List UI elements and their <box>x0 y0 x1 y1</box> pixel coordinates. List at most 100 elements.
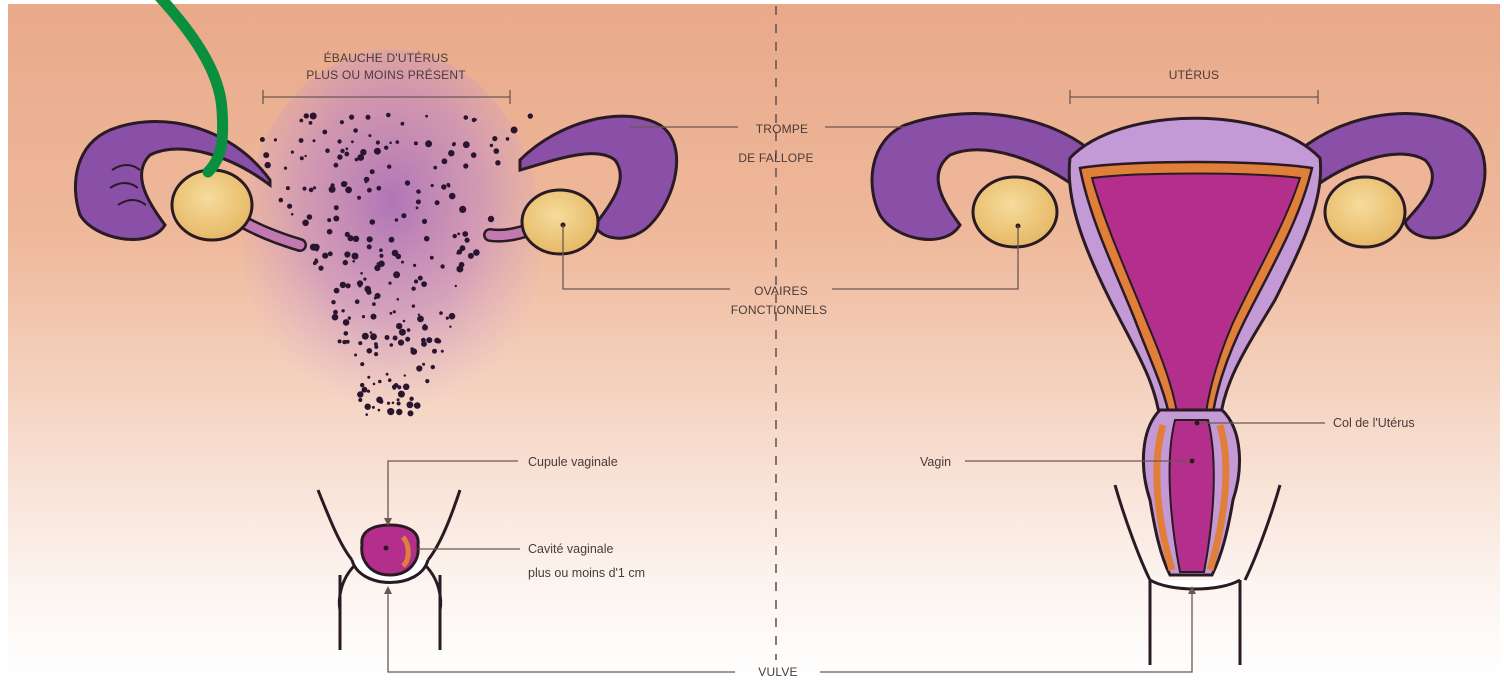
cloud-dot <box>387 165 391 169</box>
cloud-dot <box>395 218 398 221</box>
cloud-dot <box>370 333 377 340</box>
cloud-dot <box>367 236 373 242</box>
cloud-dot <box>462 231 468 237</box>
cloud-dot <box>340 282 346 288</box>
cloud-dot <box>417 316 424 323</box>
label-cavite-line2: plus ou moins d'1 cm <box>528 566 645 580</box>
cloud-dot <box>341 309 344 312</box>
cloud-dot <box>422 219 427 224</box>
cloud-dot <box>453 234 457 238</box>
cloud-dot <box>353 128 358 133</box>
cloud-dot <box>334 288 340 294</box>
cloud-dot <box>457 233 460 236</box>
cloud-dot <box>463 141 470 148</box>
cloud-dot <box>412 304 415 307</box>
cloud-dot <box>421 281 427 287</box>
cloud-dot <box>439 311 443 315</box>
cloud-dot <box>468 253 474 259</box>
cloud-dot <box>346 340 350 344</box>
cloud-dot <box>463 163 468 168</box>
cloud-dot <box>414 141 418 145</box>
cloud-dot <box>396 323 402 329</box>
cloud-dot <box>473 249 480 256</box>
cloud-dot <box>380 262 385 267</box>
cloud-dot <box>434 338 440 344</box>
cloud-dot <box>260 137 265 142</box>
cloud-dot <box>357 154 364 161</box>
cloud-dot <box>448 150 454 156</box>
cloud-dot <box>431 365 435 369</box>
cloud-dot <box>385 335 390 340</box>
cloud-dot <box>407 328 411 332</box>
cloud-dot <box>397 398 400 401</box>
cloud-dot <box>310 113 317 120</box>
cloud-dot <box>333 310 338 315</box>
cloud-dot <box>348 316 351 319</box>
cloud-dot <box>398 340 404 346</box>
cloud-dot <box>449 326 451 328</box>
cloud-dot <box>387 408 394 415</box>
cloud-dot <box>397 298 400 301</box>
cloud-dot <box>309 121 313 125</box>
cloud-dot <box>337 139 341 143</box>
cloud-dot <box>334 205 339 210</box>
label-vagin: Vagin <box>920 455 951 469</box>
cloud-dot <box>393 336 398 341</box>
cloud-dot <box>366 115 371 120</box>
cloud-dot <box>303 187 307 191</box>
cloud-dot <box>465 238 470 243</box>
cloud-dot <box>425 379 429 383</box>
cloud-dot <box>418 276 423 281</box>
cloud-dot <box>274 138 277 141</box>
cloud-dot <box>365 404 371 410</box>
cloud-dot <box>332 314 339 321</box>
cloud-dot <box>365 181 368 184</box>
cloud-dot <box>432 349 437 354</box>
cloud-dot <box>344 251 350 257</box>
label-col: Col de l'Utérus <box>1333 416 1415 430</box>
cloud-dot <box>284 167 287 170</box>
cloud-dot <box>464 115 469 120</box>
cloud-dot <box>494 148 500 154</box>
cloud-dot <box>353 236 359 242</box>
cloud-dot <box>287 204 292 209</box>
cloud-dot <box>411 348 418 355</box>
cloud-dot <box>313 139 316 142</box>
cloud-dot <box>460 245 466 251</box>
cloud-dot <box>362 333 369 340</box>
cloud-dot <box>374 342 378 346</box>
cloud-dot <box>405 337 410 342</box>
cloud-dot <box>396 140 400 144</box>
cloud-dot <box>455 285 457 287</box>
cloud-dot <box>309 188 314 193</box>
label-vulve: VULVE <box>758 665 797 679</box>
cloud-dot <box>409 397 413 401</box>
cloud-dot <box>393 271 400 278</box>
cloud-dot <box>387 402 390 405</box>
cloud-dot <box>390 343 394 347</box>
cloud-dot <box>340 149 344 153</box>
cloud-dot <box>331 183 335 187</box>
cloud-dot <box>358 398 362 402</box>
cloud-dot <box>354 354 357 357</box>
label-cavite-line1: Cavité vaginale <box>528 542 614 556</box>
cloud-dot <box>300 156 304 160</box>
cloud-dot <box>405 180 410 185</box>
cloud-dot <box>379 248 383 252</box>
cloud-dot <box>418 191 421 194</box>
cloud-dot <box>388 282 391 285</box>
cloud-dot <box>396 254 402 260</box>
cloud-dot <box>376 140 380 144</box>
cloud-dot <box>414 404 417 407</box>
cloud-dot <box>441 350 444 353</box>
cloud-dot <box>279 198 284 203</box>
cloud-dot <box>367 376 370 379</box>
cloud-dot <box>370 331 373 334</box>
cloud-dot <box>431 184 434 187</box>
cloud-dot <box>528 113 533 118</box>
cloud-dot <box>441 184 446 189</box>
cloud-dot <box>263 152 269 158</box>
cloud-dot <box>378 409 381 412</box>
cloud-dot <box>334 163 339 168</box>
